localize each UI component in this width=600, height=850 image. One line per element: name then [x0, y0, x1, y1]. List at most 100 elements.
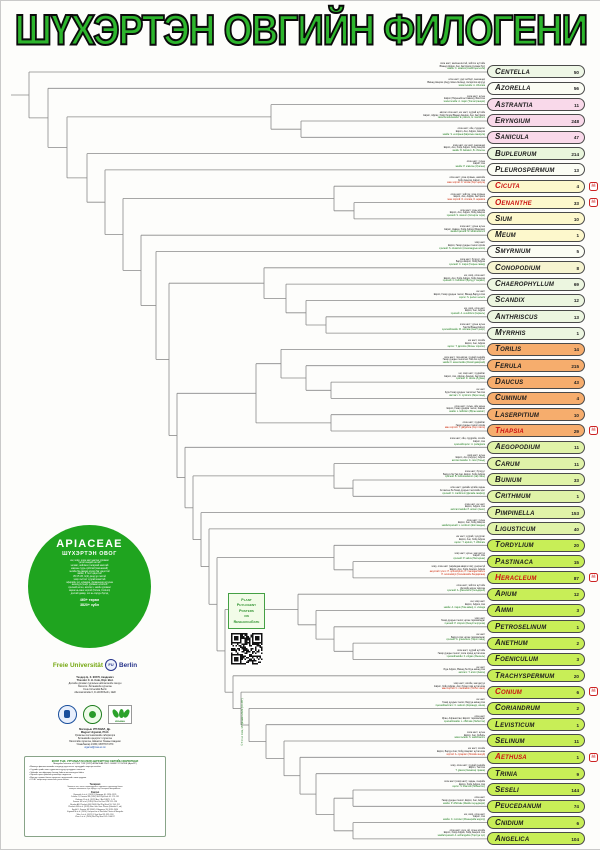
notes-list: • Молекул филогенетикийн өгөгдөлд үндэсл…	[29, 766, 161, 782]
genus-name: Meum	[495, 230, 516, 240]
genus-name: Myrrhis	[495, 328, 526, 337]
species-count-badge: 9	[576, 771, 579, 777]
species-count-badge: 3	[576, 657, 579, 663]
species-count-badge: 87	[573, 575, 579, 581]
genus-name: Astrantia	[495, 99, 533, 109]
bl-line: • Зүйлийн тоо ойролцоо бөгөөд байнга шин…	[29, 771, 84, 774]
species-count-badge: 4	[576, 184, 579, 190]
species-count-badge: 214	[571, 151, 579, 157]
genus-name: Angelica	[495, 833, 530, 843]
cl-line: ээлжит, нийлмэл тасархай навчтай	[70, 565, 109, 568]
species-count-badge: 33	[573, 200, 579, 206]
poison-skull-icon: ☠	[589, 752, 598, 762]
al-line: Magsar Urgamal, Ph.D.	[80, 731, 110, 735]
cl-line: дэлхий даяар, гол нь сэрүүн бүсэд	[70, 592, 109, 595]
fu-city-text: Berlin	[118, 661, 138, 669]
al-line: Freie Universität Berlin	[83, 688, 107, 691]
cl-line: К5 С5 А5, G(2) доод үр гэмтэй	[73, 576, 106, 579]
akl-line: хамтран ажилласан бүх хүмүүст гүн таларх…	[69, 788, 121, 791]
genus-name: Trachyspermum	[495, 670, 555, 680]
genus-name: Conopodium	[495, 262, 541, 272]
species-count-badge: 13	[573, 167, 579, 173]
species-count-badge: 20	[573, 543, 579, 549]
species-count-badge: 11	[574, 461, 579, 467]
genus-pill-tordylium: Tordylium 20	[487, 538, 585, 552]
species-count-badge: 15	[573, 559, 579, 565]
poison-skull-icon: ☠	[589, 197, 598, 207]
rfl-line: Zhou J et al. (2020) Mol Phyl Evol 145: …	[75, 816, 115, 819]
genus-name: Tordylium	[495, 540, 534, 550]
species-count-badge: 29	[573, 428, 579, 434]
genus-name: Pleurospermum	[495, 164, 555, 174]
species-count-badge: 153	[571, 510, 579, 516]
genus-pill-bupleurum: Bupleurum 214	[487, 147, 585, 160]
genus-name: Conium	[495, 687, 522, 696]
cl-line: зарим нь маш хортой (Cicuta, Conium)	[68, 589, 111, 592]
genus-name: Bupleurum	[495, 148, 537, 158]
genus-pill-centella: Centella 50	[487, 65, 585, 79]
genus-name: Aegopodium	[495, 442, 541, 452]
rfl-line: Calviño CI, Downie SR (2007) Mol Phyl Ev…	[70, 796, 120, 799]
cl-line: анхилуун үнэрт ургамал олонтой	[71, 584, 108, 587]
acknowledgements-title: Талархал	[89, 783, 101, 786]
genus-name: Crithmum	[495, 491, 531, 501]
genus-name: Smyrnium	[495, 246, 531, 256]
citation-title: КОУЛ ТЦХ, УРГАМАЛ М (2023) ШҮХЭРТЭН ОВГИ…	[51, 758, 139, 763]
species-count-badge: 1	[576, 233, 579, 239]
urgamal-herbarium-icon: URGAMAL	[108, 705, 132, 724]
genus-name: Pimpinella	[495, 507, 535, 517]
al-line: Теодор Ц. Х. КОУЛ, Академич	[76, 676, 114, 679]
leaf-annotation: өвслөг олон наст, нэг наст; хуурай нутги…	[423, 111, 485, 120]
tree-lines	[11, 71, 487, 840]
genus-pill-pleurospermum: Pleurospermum 13	[487, 163, 585, 177]
species-count-badge: 4	[576, 396, 579, 402]
cl-line: жижиг, 5 тоот цэцэгтэй	[77, 573, 102, 576]
rfl-line: Spalik K, Downie SR (2006) J Biogeogr 33…	[71, 808, 119, 811]
species-count-badge: 1	[576, 624, 579, 630]
genus-name: Azorella	[495, 83, 531, 93]
rgl-line: Plant	[241, 598, 252, 602]
species-count-badge: 6	[576, 690, 579, 695]
genus-name: Peucedanum	[495, 801, 542, 811]
species-count-badge: 50	[573, 69, 579, 75]
bl-line: • Монгол нэршил болон тархалтын мэдээлли…	[29, 776, 87, 779]
rgl-line: on	[244, 614, 249, 619]
cl-line: үетэй хөндий иштэй	[78, 562, 101, 565]
rfl-line: Banasiak Ł et al. (2013) J Biogeogr 40: …	[73, 793, 117, 796]
bl-line: • CC-BY лицензээр чөлөөтэй түгээж болно	[29, 779, 69, 782]
genus-name: Centella	[495, 66, 531, 76]
